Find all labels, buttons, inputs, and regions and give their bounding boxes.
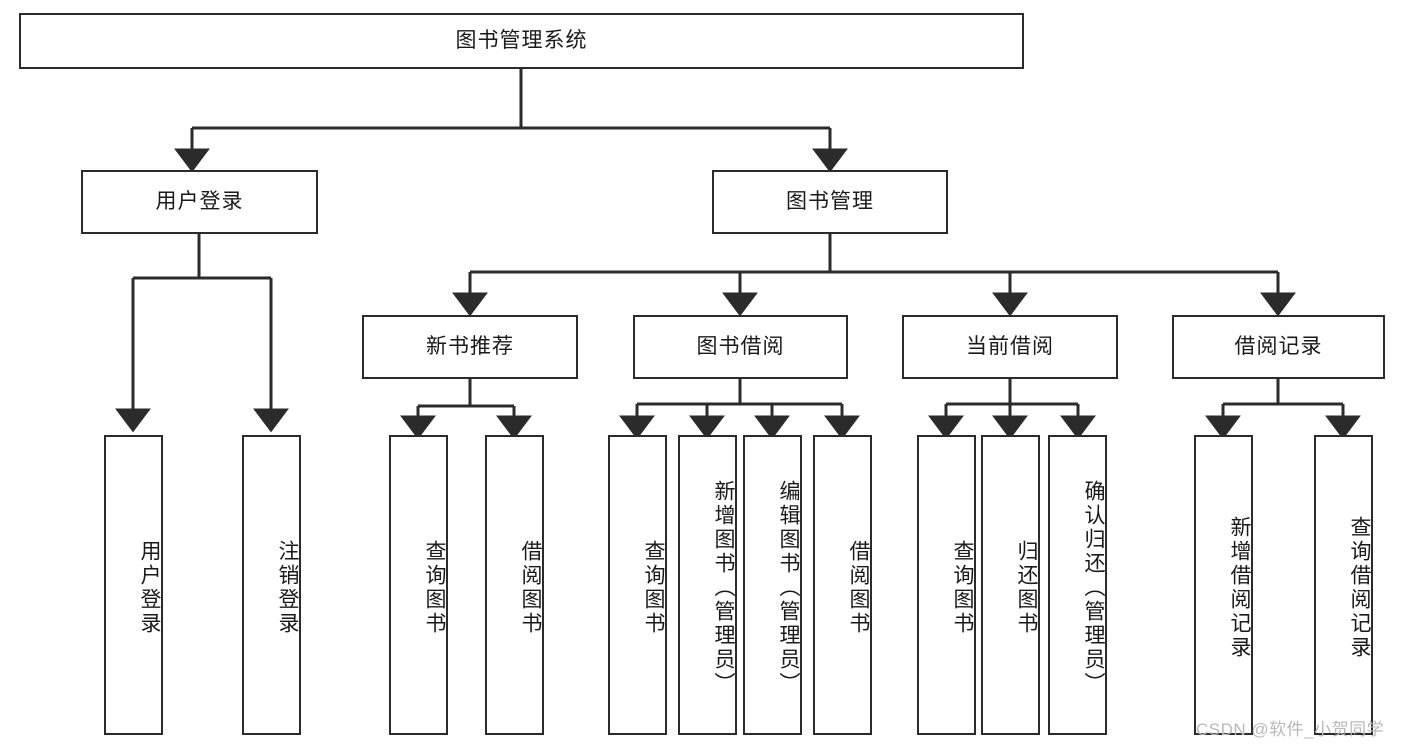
node-label: 用户登录 <box>138 540 161 636</box>
leaf-record-add-record[interactable]: 新增借阅记录 <box>1194 435 1253 735</box>
node-book-borrow[interactable]: 图书借阅 <box>633 315 848 379</box>
node-label: 归还图书 <box>1015 540 1038 636</box>
node-current-borrow[interactable]: 当前借阅 <box>902 315 1118 379</box>
leaf-newbook-borrow-books[interactable]: 借阅图书 <box>485 435 544 735</box>
leaf-record-query-record[interactable]: 查询借阅记录 <box>1314 435 1373 735</box>
node-label: 新增图书（管理员） <box>712 480 735 696</box>
node-borrow-record[interactable]: 借阅记录 <box>1172 315 1385 379</box>
node-label: 用户登录 <box>155 189 244 213</box>
csdn-watermark: CSDN @软件_小贺同学 <box>1196 720 1385 739</box>
node-label: 借阅记录 <box>1234 334 1323 358</box>
leaf-user-login[interactable]: 用户登录 <box>104 435 163 735</box>
node-label: 注销登录 <box>276 540 299 636</box>
node-label: 新增借阅记录 <box>1228 516 1251 660</box>
node-label: 当前借阅 <box>966 334 1054 358</box>
node-label: 查询图书 <box>642 540 665 636</box>
node-label: 查询图书 <box>423 540 446 636</box>
node-label: 借阅图书 <box>847 540 870 636</box>
leaf-borrow-edit-book-admin[interactable]: 编辑图书（管理员） <box>743 435 802 735</box>
node-label: 查询图书 <box>951 540 974 636</box>
node-label: 查询借阅记录 <box>1348 516 1371 660</box>
node-new-book-recommend[interactable]: 新书推荐 <box>362 315 578 379</box>
leaf-user-logout[interactable]: 注销登录 <box>242 435 301 735</box>
node-label: 图书管理 <box>786 189 874 213</box>
leaf-current-return-books[interactable]: 归还图书 <box>981 435 1040 735</box>
leaf-borrow-borrow-books[interactable]: 借阅图书 <box>813 435 872 735</box>
node-label: 借阅图书 <box>519 540 542 636</box>
leaf-newbook-query-books[interactable]: 查询图书 <box>389 435 448 735</box>
node-label: 新书推荐 <box>426 334 514 358</box>
leaf-current-confirm-return-admin[interactable]: 确认归还（管理员） <box>1048 435 1107 735</box>
leaf-borrow-add-book-admin[interactable]: 新增图书（管理员） <box>678 435 737 735</box>
leaf-current-query-books[interactable]: 查询图书 <box>917 435 976 735</box>
node-label: 图书管理系统 <box>455 28 588 52</box>
node-root-system[interactable]: 图书管理系统 <box>19 13 1024 69</box>
node-label: 编辑图书（管理员） <box>777 480 800 696</box>
node-user-login[interactable]: 用户登录 <box>81 170 318 234</box>
node-book-management[interactable]: 图书管理 <box>712 170 948 234</box>
leaf-borrow-query-books[interactable]: 查询图书 <box>608 435 667 735</box>
node-label: 确认归还（管理员） <box>1082 480 1105 696</box>
node-label: 图书借阅 <box>696 334 785 358</box>
